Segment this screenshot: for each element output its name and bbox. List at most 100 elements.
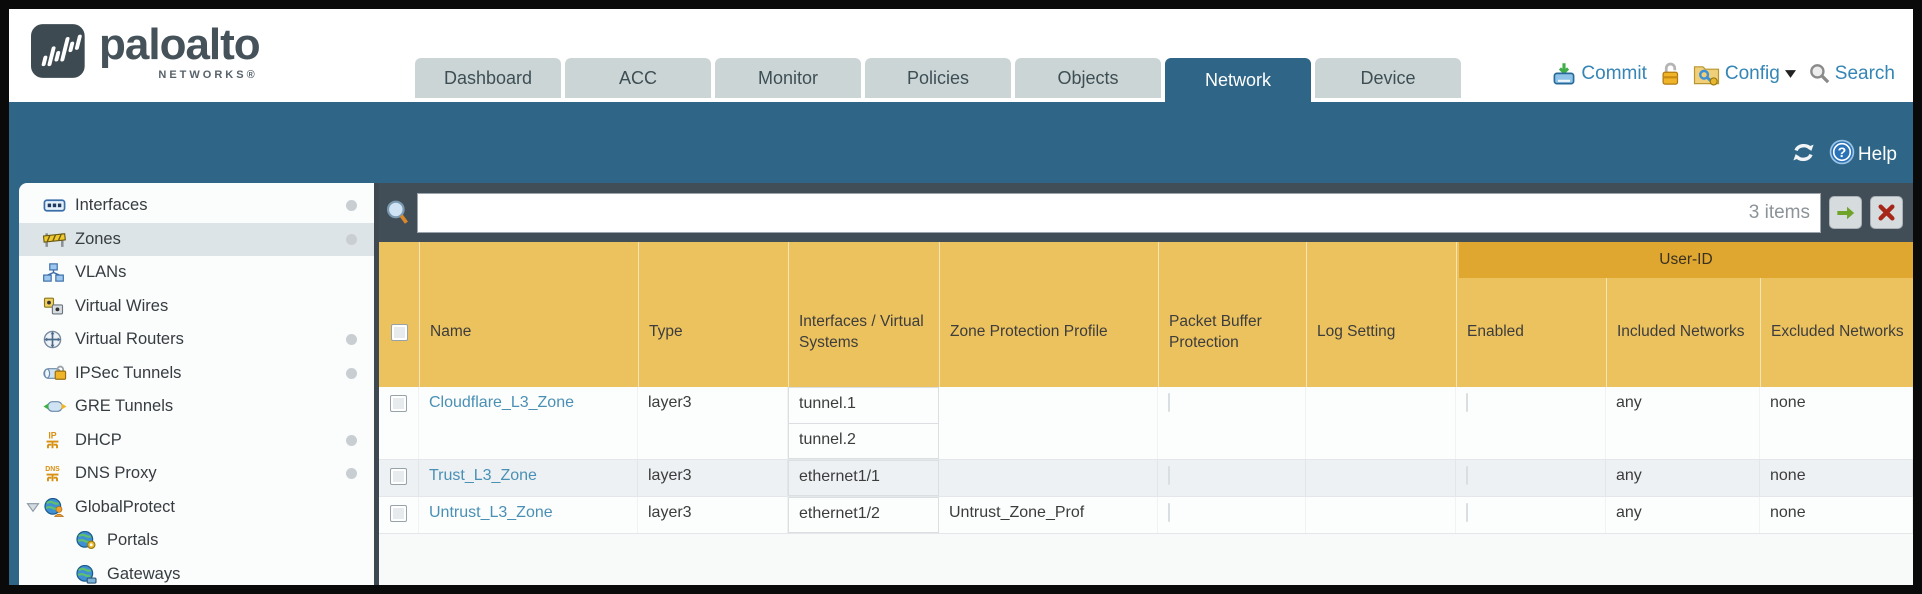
column-header-name[interactable]: Name — [419, 242, 638, 387]
included-networks-cell: any — [1606, 387, 1760, 459]
virtual-routers-icon — [43, 330, 75, 349]
row-select-checkbox-cell — [379, 387, 419, 459]
user-id-group-header: User-ID — [1459, 242, 1913, 278]
svg-text:DNS: DNS — [45, 466, 60, 473]
commit-button[interactable]: Commit — [1552, 62, 1647, 86]
sidebar-item-virtual-wires[interactable]: Virtual Wires — [19, 290, 374, 324]
sidebar-item-virtual-routers[interactable]: Virtual Routers — [19, 323, 374, 357]
tab-monitor[interactable]: Monitor — [715, 58, 861, 98]
paloalto-logo: paloalto NETWORKS® — [31, 23, 261, 84]
user-id-enabled-checkbox[interactable] — [1466, 393, 1468, 412]
sidebar-divider — [374, 183, 379, 585]
ipsec-tunnels-icon — [43, 365, 75, 382]
user-id-enabled-checkbox[interactable] — [1466, 503, 1468, 522]
tab-network[interactable]: Network — [1165, 58, 1311, 102]
sidebar-item-interfaces[interactable]: Interfaces — [19, 189, 374, 223]
excluded-networks-cell: none — [1760, 497, 1913, 533]
config-label: Config — [1724, 62, 1780, 84]
packet-buffer-protection-checkbox[interactable] — [1168, 393, 1170, 412]
status-dot — [346, 233, 357, 245]
portals-icon — [75, 531, 107, 550]
column-header-interfaces[interactable]: Interfaces / Virtual Systems — [788, 242, 939, 387]
sidebar-item-portals[interactable]: Portals — [19, 524, 374, 558]
expander-down-icon[interactable] — [26, 502, 41, 513]
filter-input[interactable] — [428, 193, 1749, 232]
help-icon: ? — [1829, 139, 1855, 171]
status-dot — [346, 367, 357, 379]
sidebar-item-zones[interactable]: Zones — [19, 222, 374, 256]
column-header-log-setting[interactable]: Log Setting — [1306, 242, 1456, 387]
sidebar-item-label: Portals — [107, 531, 159, 550]
sidebar-item-gre-tunnels[interactable]: GRE Tunnels — [19, 390, 374, 424]
user-id-enabled-checkbox-cell — [1456, 460, 1606, 496]
user-id-enabled-checkbox[interactable] — [1466, 466, 1468, 485]
filter-bar: 3 items — [379, 183, 1913, 242]
column-header-enabled[interactable]: Enabled — [1456, 242, 1606, 387]
gateways-icon — [75, 564, 107, 584]
status-dot — [346, 434, 357, 446]
status-dot — [346, 468, 357, 480]
packet-buffer-protection-checkbox[interactable] — [1168, 466, 1170, 485]
items-count: 3 items — [1748, 201, 1810, 223]
zone-protection-profile-cell — [939, 460, 1158, 496]
user-id-enabled-checkbox-cell — [1456, 387, 1606, 459]
sidebar-item-label: Virtual Routers — [75, 330, 184, 349]
interface-entry: tunnel.1 — [788, 387, 939, 423]
lock-icon — [1660, 61, 1680, 86]
zone-name-cell: Trust_L3_Zone — [419, 460, 638, 496]
log-setting-cell — [1306, 460, 1456, 496]
tab-policies[interactable]: Policies — [865, 58, 1011, 98]
sidebar-item-label: Virtual Wires — [75, 296, 169, 315]
tab-device[interactable]: Device — [1315, 58, 1461, 98]
paloalto-wordmark: paloalto NETWORKS® — [99, 23, 261, 82]
tab-acc[interactable]: ACC — [565, 58, 711, 98]
refresh-icon[interactable] — [1790, 141, 1817, 169]
row-select-checkbox-cell — [379, 497, 419, 533]
lock-button[interactable] — [1660, 61, 1680, 86]
commit-label: Commit — [1581, 62, 1647, 84]
sidebar-item-gateways[interactable]: Gateways — [19, 558, 374, 586]
row-select-checkbox[interactable] — [390, 395, 407, 412]
help-button[interactable]: ? Help — [1829, 139, 1897, 171]
included-networks-cell: any — [1606, 497, 1760, 533]
svg-text:?: ? — [1838, 145, 1847, 161]
log-setting-cell — [1306, 387, 1456, 459]
packet-buffer-protection-checkbox[interactable] — [1168, 503, 1170, 522]
zone-protection-profile-cell — [939, 387, 1158, 459]
sidebar-item-globalprotect[interactable]: GlobalProtect — [19, 491, 374, 525]
zones-table: Name Type Interfaces / Virtual Systems Z… — [379, 242, 1913, 585]
zone-name-link[interactable]: Untrust_L3_Zone — [429, 504, 553, 521]
row-select-checkbox[interactable] — [390, 468, 407, 485]
zone-name-link[interactable]: Cloudflare_L3_Zone — [429, 394, 574, 411]
column-header-packet-buffer-protection[interactable]: Packet Buffer Protection — [1158, 242, 1306, 387]
top-actions: Commit — [1552, 61, 1895, 86]
apply-filter-button[interactable] — [1829, 196, 1862, 229]
select-all-checkbox[interactable] — [390, 324, 408, 341]
column-header-excluded-networks[interactable]: Excluded Networks — [1760, 242, 1913, 387]
interface-entry: tunnel.2 — [788, 423, 939, 459]
zone-name-cell: Untrust_L3_Zone — [419, 497, 638, 533]
tab-objects[interactable]: Objects — [1015, 58, 1161, 98]
tab-dashboard[interactable]: Dashboard — [415, 58, 561, 98]
search-button[interactable]: Search — [1809, 63, 1895, 85]
chevron-down-icon — [1784, 69, 1796, 78]
sidebar-item-label: IPSec Tunnels — [75, 363, 182, 382]
clear-filter-button[interactable] — [1870, 196, 1903, 229]
config-button[interactable]: Config — [1693, 62, 1796, 86]
column-header-zone-protection-profile[interactable]: Zone Protection Profile — [939, 242, 1158, 387]
commit-icon — [1552, 62, 1576, 86]
sidebar-item-ipsec-tunnels[interactable]: IPSec Tunnels — [19, 357, 374, 391]
column-header-included-networks[interactable]: Included Networks — [1606, 242, 1760, 387]
search-icon — [1809, 63, 1830, 84]
column-header-type[interactable]: Type — [638, 242, 788, 387]
row-select-checkbox[interactable] — [390, 505, 407, 522]
sidebar-item-vlans[interactable]: VLANs — [19, 256, 374, 290]
zone-name-link[interactable]: Trust_L3_Zone — [429, 467, 537, 484]
